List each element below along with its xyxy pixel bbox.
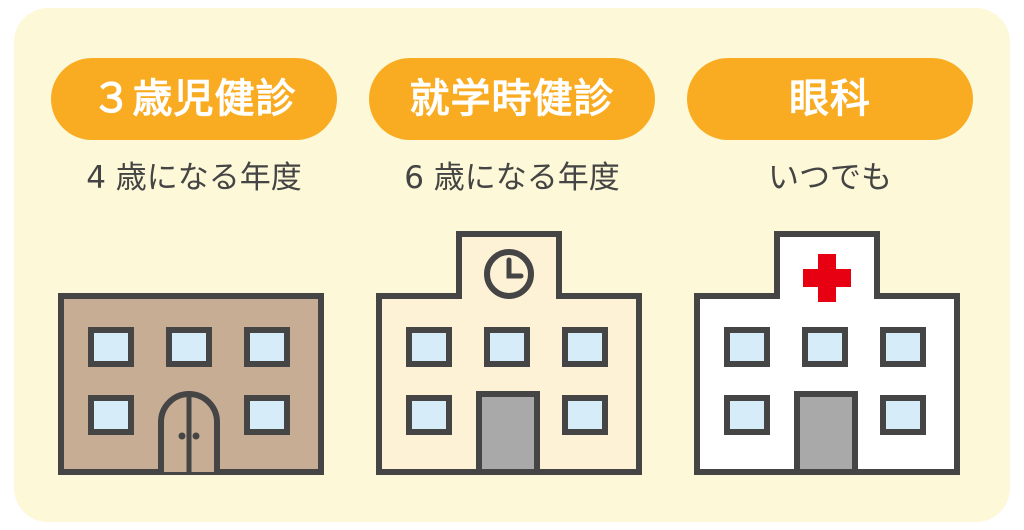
card-subtitle: 6 歳になる年度: [404, 160, 620, 196]
card-3yo-checkup: ３歳児健診 4 歳になる年度: [51, 8, 351, 522]
hospital-building-icon: [694, 231, 960, 475]
card-ophthalmology: 眼科 いつでも: [687, 8, 987, 522]
info-panel: ３歳児健診 4 歳になる年度 就学時健診 6 歳になる年度: [14, 8, 1010, 522]
card-title: ３歳児健診: [51, 58, 337, 140]
card-subtitle: 4 歳になる年度: [86, 160, 302, 196]
card-school-entry-checkup: 就学時健診 6 歳になる年度: [369, 8, 669, 522]
card-subtitle: いつでも: [768, 160, 892, 196]
apartment-building-icon: [58, 293, 324, 475]
card-title: 眼科: [687, 58, 973, 140]
school-building-icon: [376, 231, 642, 475]
red-cross-icon: [803, 254, 851, 302]
card-title: 就学時健診: [369, 58, 655, 140]
